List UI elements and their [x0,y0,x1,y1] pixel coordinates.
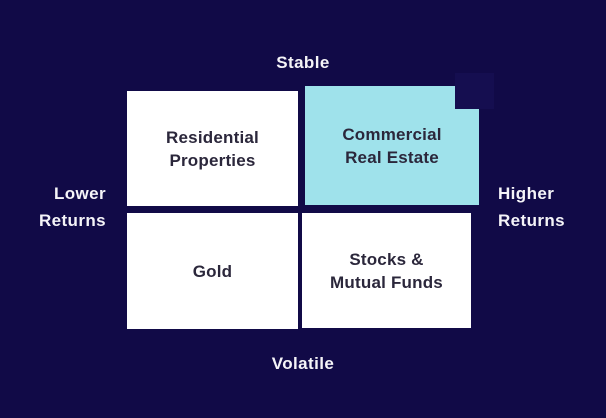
quadrant-gold: Gold [127,213,298,329]
axis-label-lower-returns: Lower Returns [38,184,106,230]
quadrant-residential-properties: Residential Properties [127,91,298,206]
axis-label-higher-returns: Higher Returns [498,184,566,230]
quadrant-label-residential-properties: Residential Properties [166,127,259,170]
quadrant-label-gold: Gold [192,261,233,281]
axis-label-volatile: Volatile [271,354,335,373]
quadrant-label-stocks-mutual-funds: Stocks & Mutual Funds [330,249,443,292]
quadrant-stocks-mutual-funds: Stocks & Mutual Funds [302,213,471,328]
quadrant-label-commercial-real-estate: Commercial Real Estate [342,124,442,167]
corner-notch-square [455,73,494,109]
quadrant-commercial-real-estate: Commercial Real Estate [305,86,479,205]
axis-label-stable: Stable [276,53,330,72]
